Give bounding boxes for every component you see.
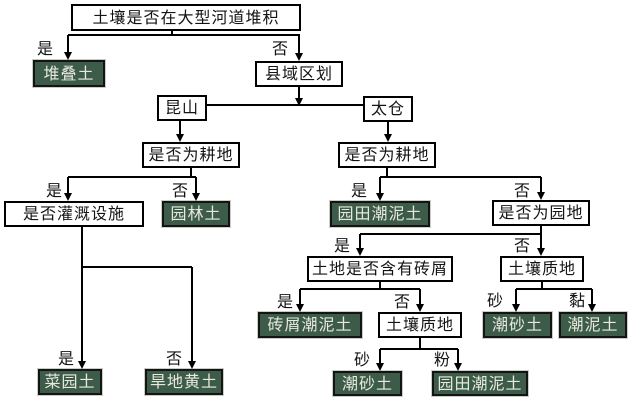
connector-line — [379, 281, 381, 290]
connector-line — [195, 177, 197, 195]
edge-label-texture-right-clay: 黏 — [569, 291, 586, 310]
connector-line — [591, 289, 593, 306]
connector-line — [207, 104, 363, 106]
connector-line — [516, 288, 592, 290]
connector-line — [359, 234, 361, 250]
node-kunshan-arable: 是否为耕地 — [142, 142, 240, 168]
edge-label-texture-mid-sand: 砂 — [354, 350, 371, 369]
arrowhead-down-icon — [188, 361, 196, 369]
connector-line — [379, 349, 381, 365]
result-duidie-soil: 堆叠土 — [33, 60, 105, 87]
node-county-division: 县域区划 — [255, 61, 343, 87]
arrowhead-down-icon — [454, 363, 462, 371]
arrowhead-down-icon — [537, 248, 545, 256]
connector-line — [191, 267, 193, 363]
arrowhead-down-icon — [295, 53, 303, 61]
result-chaosha-soil-right: 潮砂土 — [483, 312, 552, 338]
result-handi-huang-soil: 旱地黄土 — [145, 369, 223, 395]
arrowhead-down-icon — [192, 193, 200, 201]
connector-line — [67, 35, 69, 54]
connector-line — [299, 289, 301, 306]
edge-label-brick-yes: 是 — [277, 292, 294, 311]
connector-line — [300, 288, 420, 290]
connector-line — [298, 87, 300, 100]
connector-line — [360, 233, 541, 235]
edge-label-kunshan-yes: 是 — [46, 181, 63, 200]
connector-line — [540, 234, 542, 250]
connector-line — [387, 122, 389, 136]
arrowhead-down-icon — [295, 98, 303, 106]
node-soil-texture-mid: 土壤质地 — [378, 312, 462, 338]
connector-line — [379, 177, 381, 195]
edge-label-irrigation-no: 否 — [166, 349, 183, 368]
result-zhuanxie-chaoni-soil: 砖屑潮泥土 — [258, 312, 362, 338]
connector-line — [190, 168, 192, 178]
connector-line — [171, 30, 173, 36]
edge-label-kunshan-no: 否 — [172, 181, 189, 200]
connector-line — [380, 348, 458, 350]
edge-label-root-yes: 是 — [37, 39, 54, 58]
node-taicang-arable: 是否为耕地 — [338, 142, 436, 168]
connector-line — [540, 225, 542, 235]
arrowhead-down-icon — [384, 134, 392, 142]
connector-line — [541, 281, 543, 290]
connector-line — [380, 176, 541, 178]
edge-label-texture-mid-silt: 粉 — [434, 350, 451, 369]
connector-line — [298, 35, 300, 55]
edge-label-taicang-no: 否 — [514, 181, 531, 200]
arrowhead-down-icon — [512, 304, 520, 312]
arrowhead-down-icon — [64, 52, 72, 60]
arrowhead-down-icon — [416, 304, 424, 312]
arrowhead-down-icon — [296, 304, 304, 312]
connector-line — [419, 289, 421, 306]
arrowhead-down-icon — [376, 193, 384, 201]
arrowhead-down-icon — [537, 192, 545, 200]
edge-label-brick-no: 否 — [394, 292, 411, 311]
result-yuanlin-soil: 园林土 — [162, 201, 230, 227]
node-brick-debris: 土地是否含有砖屑 — [307, 256, 453, 282]
node-irrigation-facility: 是否灌溉设施 — [4, 201, 144, 227]
arrowhead-down-icon — [78, 361, 86, 369]
node-kunshan: 昆山 — [157, 95, 207, 121]
node-taicang: 太仓 — [363, 96, 413, 122]
connector-line — [68, 34, 300, 36]
connector-line — [457, 349, 459, 365]
connector-line — [179, 121, 181, 136]
connector-line — [419, 337, 421, 350]
node-garden-land: 是否为园地 — [492, 200, 590, 226]
arrowhead-down-icon — [588, 304, 596, 312]
edge-label-taicang-yes: 是 — [351, 181, 368, 200]
edge-label-irrigation-yes: 是 — [58, 349, 75, 368]
connector-line — [67, 177, 69, 195]
arrowhead-down-icon — [376, 363, 384, 371]
connector-line — [68, 176, 196, 178]
result-caiyuan-soil: 菜园土 — [38, 369, 102, 395]
arrowhead-down-icon — [176, 134, 184, 142]
node-root-decision: 土壤是否在大型河道堆积 — [71, 4, 301, 31]
connector-line — [81, 227, 83, 363]
connector-line — [82, 266, 192, 268]
arrowhead-down-icon — [356, 248, 364, 256]
result-chaosha-soil-mid: 潮砂土 — [333, 371, 402, 396]
result-chaoni-soil: 潮泥土 — [559, 312, 627, 338]
node-soil-texture-right: 土壤质地 — [500, 256, 584, 282]
edge-label-texture-right-sand: 砂 — [487, 291, 504, 310]
result-yuantian-chaoni-soil-lower: 园田潮泥土 — [432, 371, 528, 396]
result-yuantian-chaoni-soil-upper: 园田潮泥土 — [330, 201, 430, 227]
connector-line — [515, 289, 517, 306]
edge-label-root-no: 否 — [272, 39, 289, 58]
connector-line — [540, 177, 542, 194]
arrowhead-down-icon — [64, 193, 72, 201]
edge-label-garden-yes: 是 — [334, 236, 351, 255]
edge-label-garden-no: 否 — [514, 236, 531, 255]
connector-line — [386, 168, 388, 178]
